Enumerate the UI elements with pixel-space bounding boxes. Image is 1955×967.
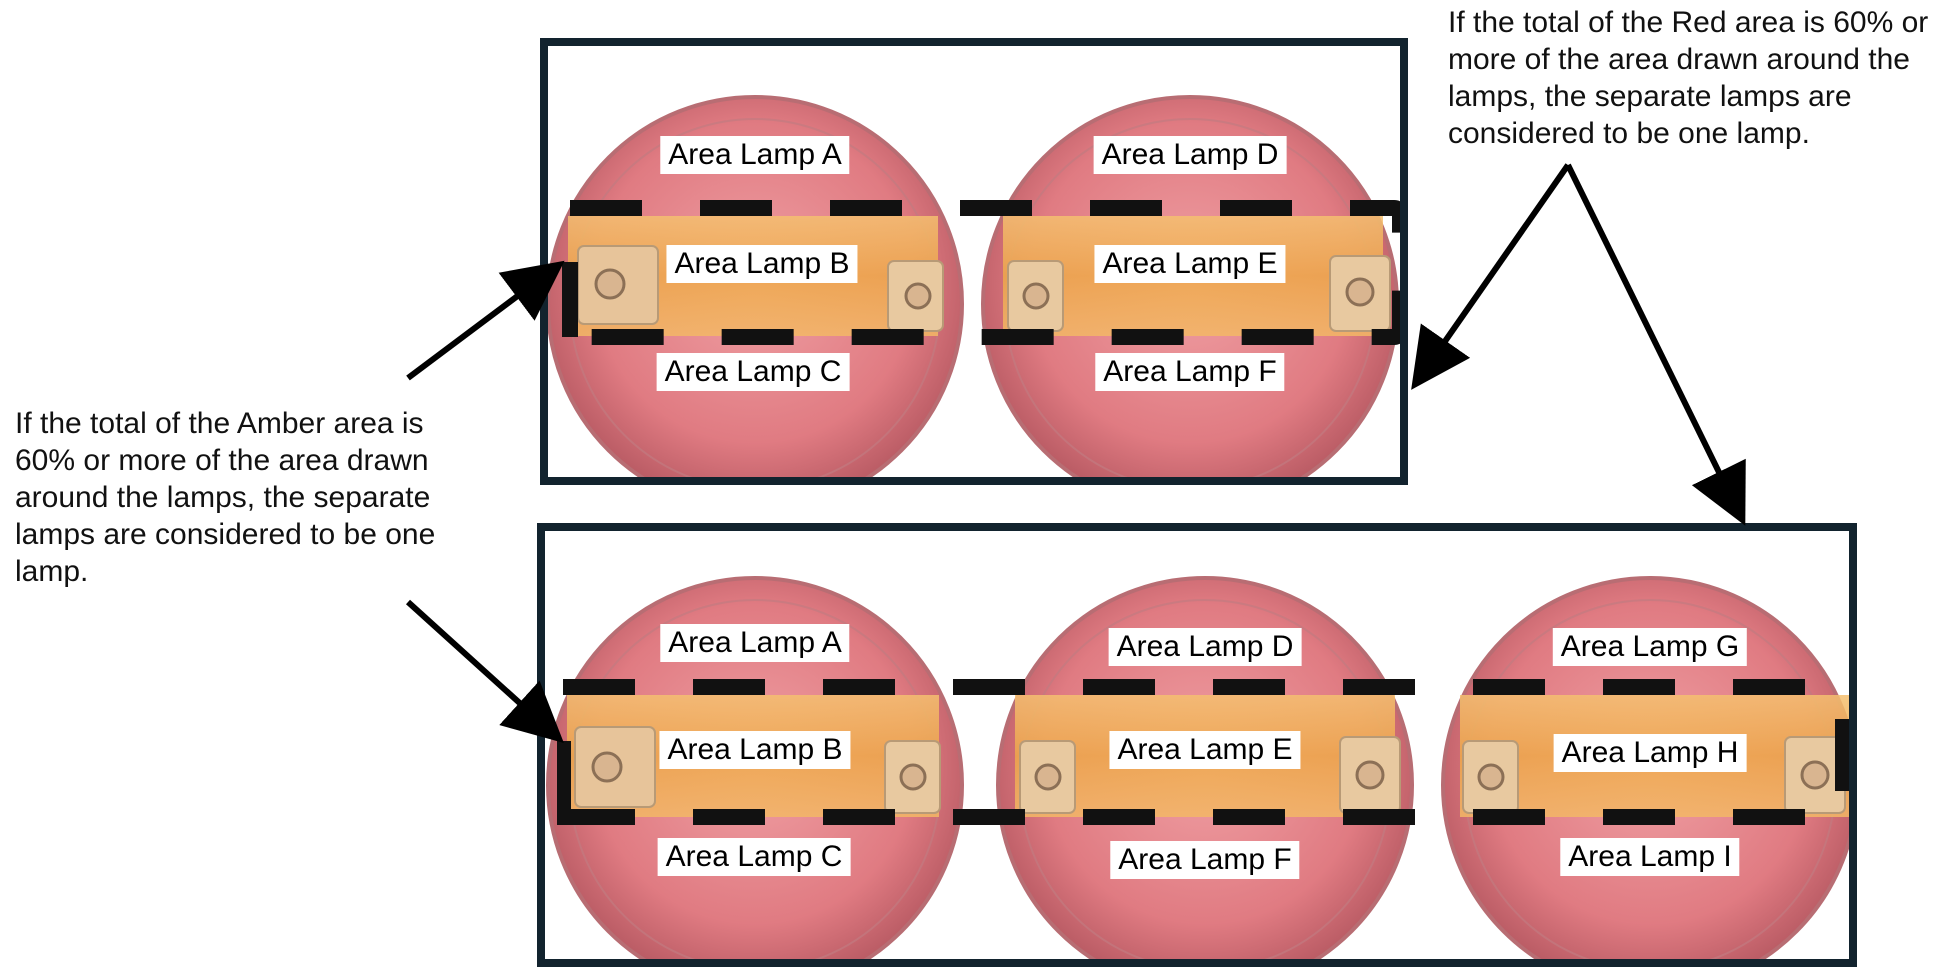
arrow-to-top-amber-area — [406, 260, 565, 381]
label-lamp-f: Area Lamp F — [1095, 353, 1285, 391]
amber-area-boundary — [563, 679, 1845, 825]
two-lamp-illustration — [548, 95, 1400, 477]
label-lamp-d: Area Lamp D — [1093, 136, 1287, 174]
label-lamp-i: Area Lamp I — [1560, 838, 1740, 876]
label-lamp-b: Area Lamp B — [666, 245, 858, 283]
label-lamp-a: Area Lamp A — [660, 624, 850, 662]
arrow-to-top-panel — [1411, 163, 1571, 390]
arrow-to-bottom-amber-area — [405, 599, 564, 744]
label-lamp-d: Area Lamp D — [1108, 628, 1302, 666]
label-lamp-e: Area Lamp E — [1094, 245, 1286, 283]
label-lamp-c: Area Lamp C — [657, 838, 851, 876]
amber-area-note: If the total of the Amber area is 60% or… — [15, 407, 436, 588]
label-lamp-h: Area Lamp H — [1553, 734, 1747, 772]
lamp-2 — [981, 95, 1399, 477]
label-lamp-e: Area Lamp E — [1109, 731, 1301, 769]
three-lamp-panel: Area Lamp A Area Lamp B Area Lamp C Area… — [537, 523, 1857, 967]
label-lamp-b: Area Lamp B — [659, 731, 851, 769]
red-area-note: If the total of the Red area is 60% or m… — [1448, 6, 1929, 150]
amber-area-boundary — [562, 200, 1400, 345]
lamp-1 — [548, 95, 964, 477]
two-lamp-panel: Area Lamp A Area Lamp B Area Lamp C Area… — [540, 38, 1408, 485]
label-lamp-g: Area Lamp G — [1552, 628, 1748, 666]
boundary-end-left — [557, 741, 571, 825]
boundary-end-left — [562, 262, 578, 337]
label-lamp-f: Area Lamp F — [1110, 841, 1300, 879]
label-lamp-c: Area Lamp C — [656, 353, 850, 391]
arrow-to-bottom-panel — [1565, 163, 1746, 526]
label-lamp-a: Area Lamp A — [660, 136, 850, 174]
boundary-end-right — [1835, 719, 1849, 791]
